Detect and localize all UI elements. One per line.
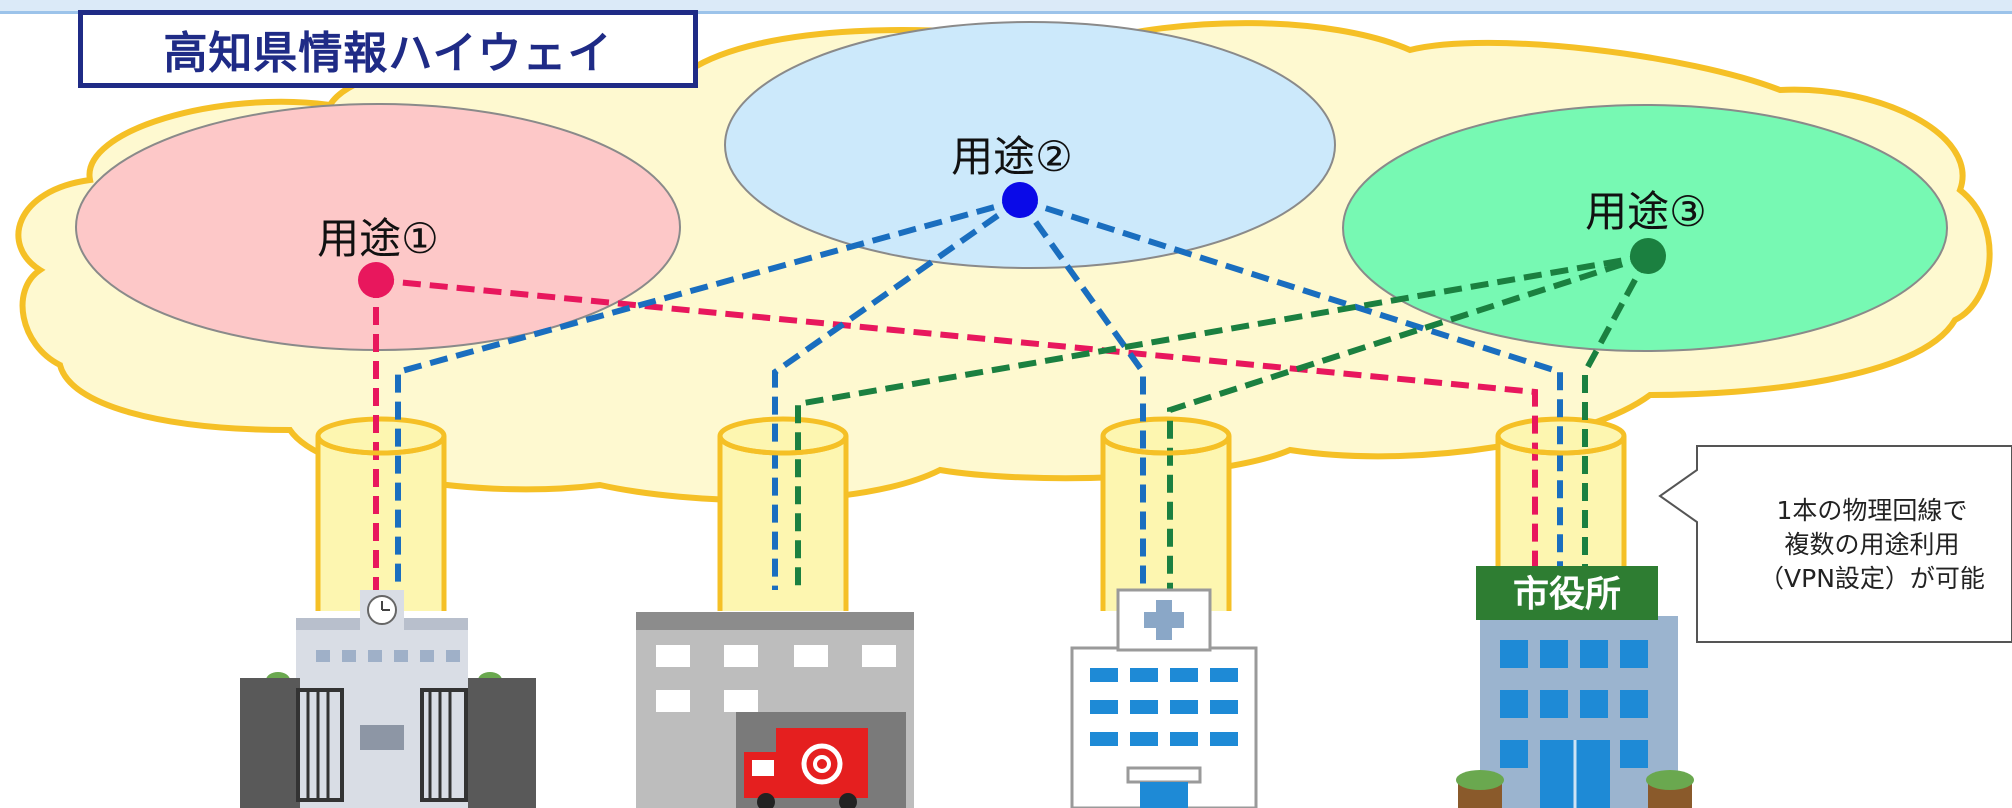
line-usage3-city-hall: [1582, 254, 1651, 590]
callout-text: 1本の物理回線で 複数の用途利用 （VPN設定）が可能: [1759, 496, 1985, 593]
pipe-school: [315, 416, 447, 611]
line-usage2-fire: [772, 197, 1022, 590]
usage-1-node: [358, 262, 394, 298]
usage-2-node: [1002, 182, 1038, 218]
usage-2-label: 用途②: [951, 132, 1073, 181]
hospital-icon: [1070, 588, 1258, 808]
line-usage3-hospital: [1167, 253, 1649, 590]
callout-box: [1658, 445, 2012, 643]
pipe-hospital: [1100, 416, 1232, 611]
line-usage3-fire: [795, 253, 1649, 590]
fire-station-icon: [636, 612, 914, 808]
city-hall-sign: 市役所: [1513, 574, 1621, 615]
usage-3-node: [1630, 238, 1666, 274]
usage-3-label: 用途③: [1585, 187, 1707, 236]
usage-2-area: [724, 21, 1336, 269]
city-hall-icon: 市役所: [1456, 566, 1694, 808]
line-usage2-city-hall: [1019, 197, 1563, 590]
school-icon: [240, 590, 536, 808]
line-usage2-school: [395, 197, 1021, 590]
page-title: 高知県情報ハイウェイ: [78, 10, 698, 88]
usage-1-label: 用途①: [317, 214, 439, 263]
line-usage1-city-hall: [375, 277, 1538, 590]
usage-3-area: [1342, 104, 1948, 352]
line-usage2-hospital: [1017, 198, 1146, 590]
pipe-rims: [315, 435, 1627, 456]
vpn-lines: [373, 197, 1651, 590]
